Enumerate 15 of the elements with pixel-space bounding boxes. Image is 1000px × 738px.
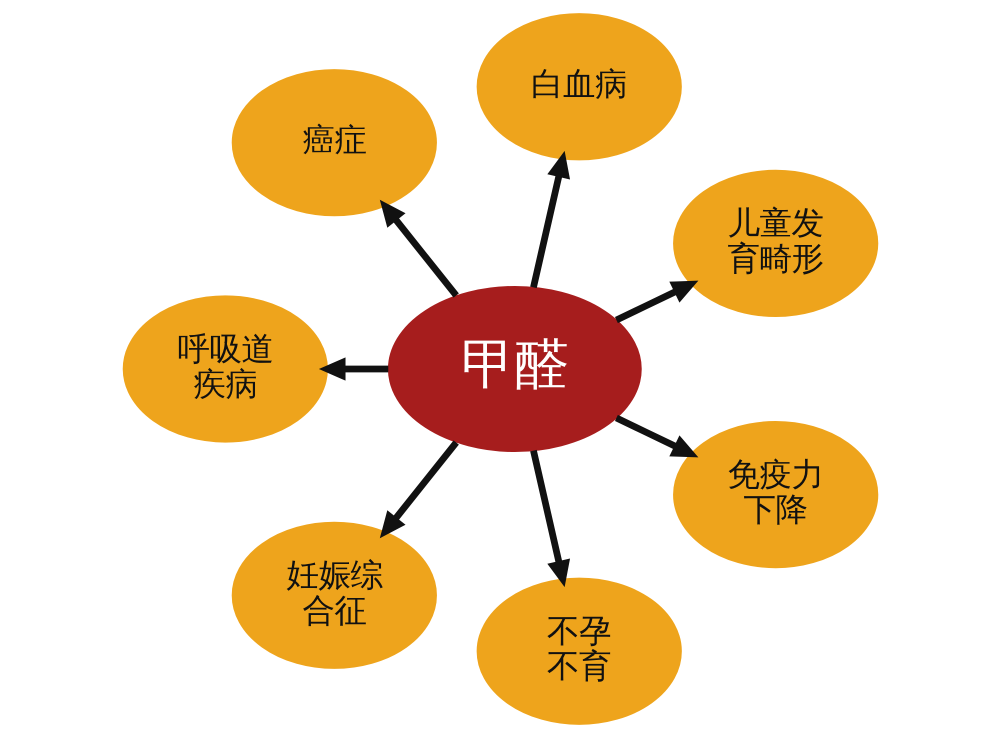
node-ellipse: 白血病 [476, 13, 682, 160]
node-ellipse: 甲醛 [387, 286, 642, 452]
arrow [379, 200, 458, 298]
node-ellipse: 妊娠综合征 [231, 522, 436, 669]
node-ellipse: 免疫力下降 [672, 421, 878, 568]
arrow [530, 450, 570, 588]
node-ellipse: 不孕不育 [476, 578, 682, 725]
arrow [318, 357, 388, 381]
node-ellipse: 癌症 [231, 69, 436, 216]
node-ellipse: 呼吸道疾病 [122, 295, 328, 443]
arrow [614, 280, 698, 324]
node-ellipse: 儿童发育畸形 [672, 170, 878, 317]
arrow [530, 150, 570, 288]
arrow [614, 414, 698, 458]
arrow [379, 440, 458, 538]
